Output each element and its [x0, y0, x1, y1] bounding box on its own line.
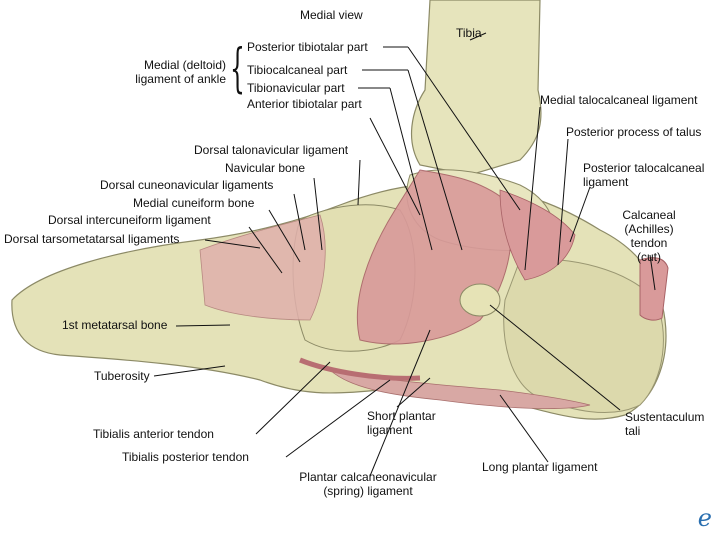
label-dorsal-tarsometatarsal: Dorsal tarsometatarsal ligaments [4, 232, 180, 246]
label-deltoid-group: Medial (deltoid) ligament of ankle [135, 58, 226, 86]
label-dorsal-intercuneiform: Dorsal intercuneiform ligament [48, 213, 211, 227]
deltoid-brace: { [230, 39, 245, 99]
leader-lines [153, 32, 656, 477]
label-tibionavicular: Tibionavicular part [247, 81, 345, 95]
publisher-logo: e [697, 504, 712, 532]
label-long-plantar: Long plantar ligament [482, 460, 598, 474]
dorsal-midfoot-ligaments [199, 214, 326, 321]
label-posterior-process-talus: Posterior process of talus [566, 125, 702, 139]
label-medial-talocalcaneal: Medial talocalcaneal ligament [540, 93, 698, 107]
label-sustentaculum-tali: Sustentaculum tali [625, 410, 705, 438]
label-posterior-talocalcaneal: Posterior talocalcaneal ligament [583, 161, 705, 189]
label-posterior-tibiotalar: Posterior tibiotalar part [247, 40, 368, 54]
tibialis-tendons [299, 357, 421, 381]
plantar-ligaments [328, 369, 591, 409]
label-calcaneal-tendon: Calcaneal (Achilles) tendon (cut) [622, 208, 676, 264]
label-anterior-tibiotalar: Anterior tibiotalar part [247, 97, 362, 111]
label-tibiocalcaneal: Tibiocalcaneal part [247, 63, 348, 77]
label-first-metatarsal: 1st metatarsal bone [62, 318, 168, 332]
sustentaculum-tali [459, 283, 501, 317]
posterior-talar-ligaments [499, 189, 576, 281]
label-tuberosity: Tuberosity [94, 369, 150, 383]
label-medial-cuneiform: Medial cuneiform bone [133, 196, 255, 210]
label-tibialis-posterior: Tibialis posterior tendon [122, 450, 249, 464]
calcaneus-bone [503, 258, 664, 414]
label-tibialis-anterior: Tibialis anterior tendon [93, 427, 214, 441]
label-tibia: Tibia [456, 26, 482, 40]
label-dorsal-talonavicular: Dorsal talonavicular ligament [194, 143, 349, 157]
view-title: Medial view [300, 8, 363, 22]
label-spring-ligament: Plantar calcaneonavicular (spring) ligam… [299, 470, 437, 498]
label-dorsal-cuneonavicular: Dorsal cuneonavicular ligaments [100, 178, 274, 192]
label-navicular-bone: Navicular bone [225, 161, 306, 175]
achilles-tendon [639, 257, 669, 321]
label-short-plantar: Short plantar ligament [367, 409, 436, 437]
